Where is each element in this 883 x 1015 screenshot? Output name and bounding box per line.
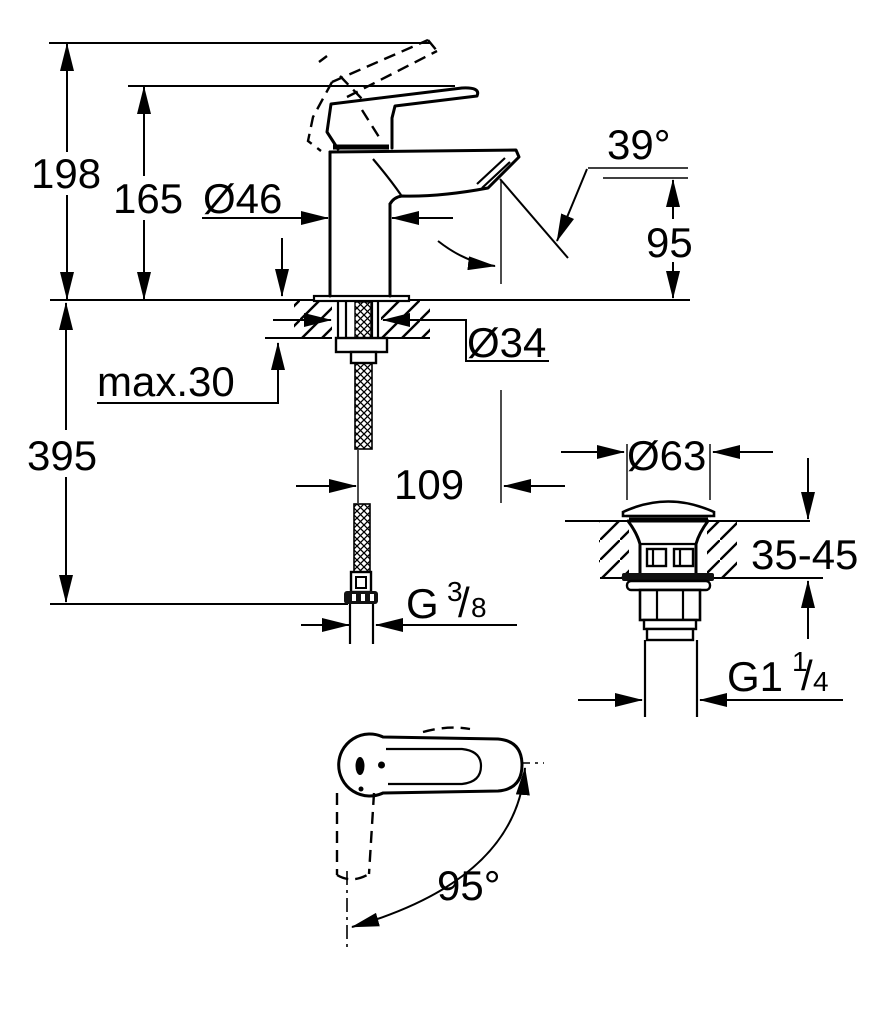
drain-deck-hatch-left <box>599 522 629 577</box>
dim-waste-deck-range: 35-45 <box>751 531 858 578</box>
drain-window <box>645 547 668 568</box>
handle-top-view <box>335 726 524 881</box>
dim-waste-thread-den: 4 <box>813 666 829 697</box>
dim-handle-height: 165 <box>113 175 183 222</box>
dim-aerator-angle: 39° <box>607 121 671 168</box>
aerator <box>476 157 511 189</box>
deck-hatch-left <box>294 301 332 338</box>
dim-supply-thread-den: 8 <box>471 592 487 623</box>
mounting-hardware <box>265 301 430 644</box>
handle-outline <box>337 732 524 798</box>
dim-max-deck: max.30 <box>97 358 235 405</box>
dim-spout-projection: 109 <box>394 461 464 508</box>
drain-cap <box>621 500 716 518</box>
faucet-base <box>312 294 411 303</box>
dim-supply-thread-num: 3 <box>447 576 463 607</box>
faucet-side-view <box>306 38 521 303</box>
mounting-nut <box>334 336 389 354</box>
dim-supply-thread-slash: / <box>458 579 470 626</box>
dim-spout-height: 95 <box>646 219 693 266</box>
threaded-stud <box>354 301 372 339</box>
dim-overall-height: 198 <box>31 150 101 197</box>
dimension-lines <box>49 42 843 948</box>
drain-assembly <box>599 500 737 717</box>
dim-hose-drop: 395 <box>27 432 97 479</box>
dim-handle-swivel-angle: 95° <box>437 862 501 909</box>
dim-waste-thread-num: 1 <box>792 646 808 677</box>
drain-window <box>672 547 695 568</box>
lever-handle-raised <box>306 38 438 152</box>
drain-gasket <box>622 573 714 581</box>
dimension-labels: 198 165 Ø46 39° 95 max.30 Ø34 395 109 G … <box>27 121 858 909</box>
drain-body <box>626 519 710 576</box>
dim-body-diameter: Ø46 <box>203 175 282 222</box>
supply-hose-upper <box>354 362 373 450</box>
deck-hatch-right <box>381 301 430 338</box>
drain-locknut <box>638 588 702 622</box>
lever-handle <box>325 86 480 151</box>
drain-flange <box>625 579 712 592</box>
handle-rotated-position <box>335 792 376 881</box>
dim-waste-thread-g: G1 <box>727 653 783 700</box>
supply-hose-lower <box>353 503 371 573</box>
dim-waste-flange-diameter: Ø63 <box>627 432 706 479</box>
dim-waste-thread-slash: / <box>801 652 813 699</box>
dim-hole-diameter: Ø34 <box>467 319 546 366</box>
dim-supply-thread-g: G <box>406 580 439 627</box>
handle-pivot-dot <box>355 757 365 775</box>
drain-deck-hatch-right <box>707 522 737 577</box>
